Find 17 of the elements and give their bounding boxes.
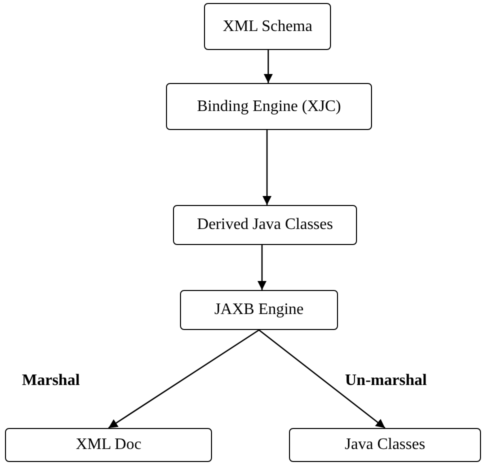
arrow xyxy=(258,329,386,429)
box-label: Java Classes xyxy=(344,436,426,454)
arrow xyxy=(257,245,267,290)
process-box xyxy=(5,428,212,462)
box-label: Derived Java Classes xyxy=(197,216,333,234)
box-label: Binding Engine (XJC) xyxy=(197,98,341,116)
box-label: XML Doc xyxy=(76,436,142,454)
process-box xyxy=(173,205,357,245)
process-box xyxy=(180,290,338,330)
box-label: JAXB Engine xyxy=(214,301,304,319)
box-label: XML Schema xyxy=(222,18,312,36)
arrow xyxy=(108,329,260,429)
process-box xyxy=(204,3,331,50)
process-box xyxy=(289,428,481,462)
arrow xyxy=(262,130,272,205)
arrow xyxy=(264,50,273,83)
process-box xyxy=(166,83,372,130)
